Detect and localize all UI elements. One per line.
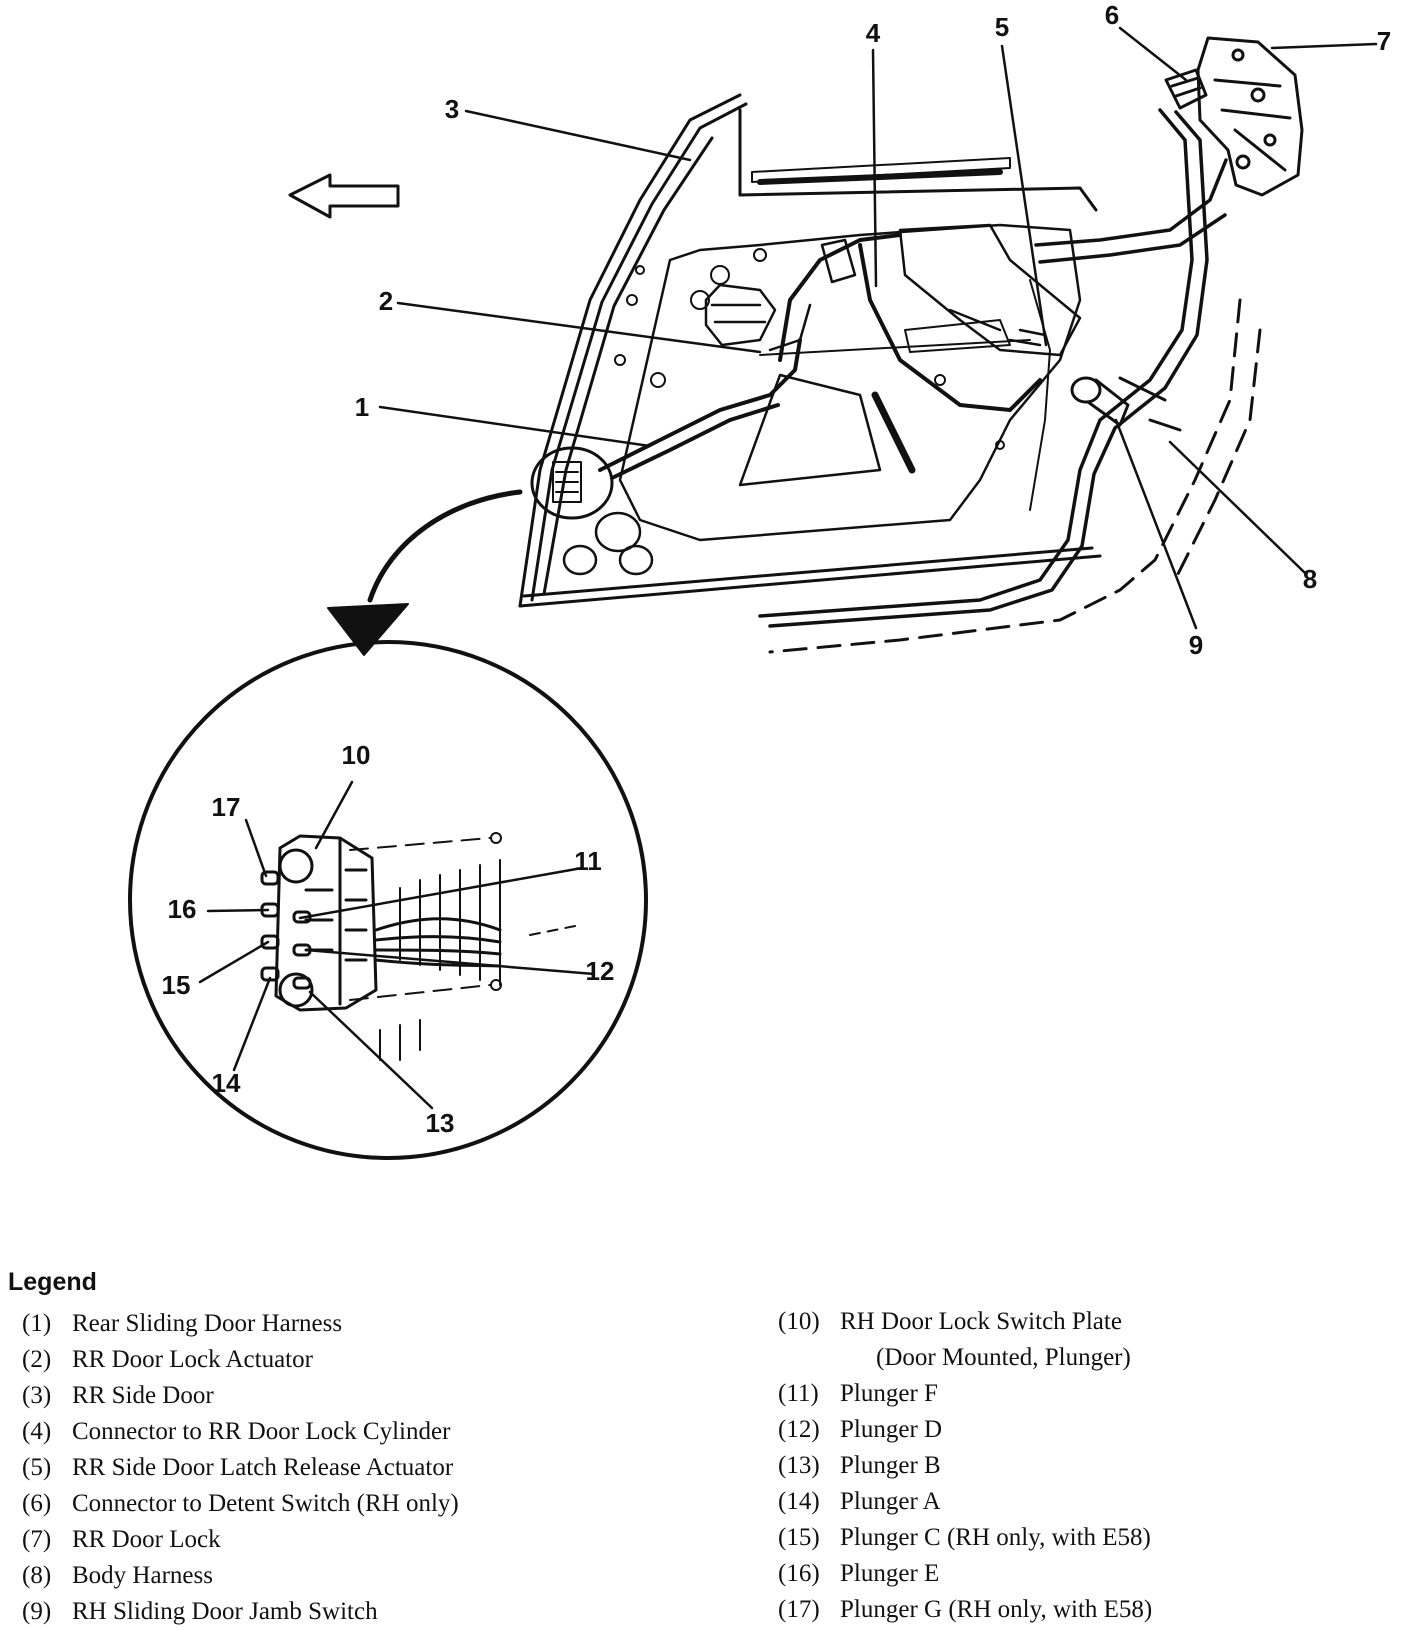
legend-right-column: (10) RH Door Lock Switch Plate (Door Moun… [778,1304,1152,1628]
rr-door-lock-actuator [704,238,857,352]
legend-text: RR Door Lock Actuator [72,1346,313,1373]
callout-4: 4 [866,18,881,48]
callout-8: 8 [1303,564,1317,594]
rear-sliding-door-harness [598,233,1042,480]
plunger-c [260,934,280,950]
legend: Legend (1) Rear Sliding Door Harness (2) R… [0,1268,1408,1625]
leader-lines [198,26,1378,1110]
door-lock-diagram: 1 2 3 4 5 6 7 8 9 10 11 12 13 14 15 16 1… [128,0,1392,1160]
legend-text: Body Harness [72,1562,213,1589]
legend-number: (2) [22,1346,52,1373]
callout-10: 10 [342,740,371,770]
legend-number: (17) [778,1596,820,1623]
callout-9: 9 [1189,630,1203,660]
callout-12: 12 [586,956,615,986]
legend-item: (4) Connector to RR Door Lock Cylinder [22,1414,459,1450]
callout-2: 2 [379,286,393,316]
callout-15: 15 [162,970,191,1000]
detail-view-circle [128,640,648,1160]
legend-item: (15) Plunger C (RH only, with E58) [778,1520,1152,1556]
callout-5: 5 [995,12,1009,42]
legend-item: (17) Plunger G (RH only, with E58) [778,1592,1152,1628]
legend-text: Rear Sliding Door Harness [72,1310,343,1337]
plunger-b [292,976,312,990]
legend-item: (14) Plunger A [778,1484,1152,1520]
callout-17: 17 [212,792,241,822]
rr-side-door-latch-release-actuator [898,223,1082,357]
legend-number: (4) [22,1418,52,1445]
legend-item: (6) Connector to Detent Switch (RH only) [22,1486,459,1522]
legend-item: (11) Plunger F [778,1376,1152,1412]
legend-text: Connector to Detent Switch (RH only) [72,1490,459,1517]
legend-number: (8) [22,1562,52,1589]
callout-3: 3 [445,94,459,124]
body-harness [758,108,1228,628]
legend-number: (12) [778,1416,820,1443]
legend-text: Plunger G (RH only, with E58) [840,1596,1153,1623]
legend-number: (5) [22,1454,52,1481]
legend-item: (7) RR Door Lock [22,1522,459,1558]
legend-text: RR Door Lock [72,1526,221,1553]
callout-7: 7 [1377,26,1391,56]
legend-item: (12) Plunger D [778,1412,1152,1448]
legend-item: (13) Plunger B [778,1448,1152,1484]
rh-door-lock-switch-plate [274,834,378,1012]
legend-text: RH Sliding Door Jamb Switch [72,1598,378,1625]
legend-number: (10) [778,1308,820,1335]
callout-14: 14 [212,1068,241,1098]
legend-number: (7) [22,1526,52,1553]
diagram-area: 1 2 3 4 5 6 7 8 9 10 11 12 13 14 15 16 1… [128,0,1392,1160]
legend-title: Legend [8,1268,97,1296]
legend-item: (10) RH Door Lock Switch Plate [778,1304,1152,1340]
legend-number: (15) [778,1524,820,1551]
legend-text-continuation: (Door Mounted, Plunger) [876,1344,1131,1371]
legend-number: (13) [778,1452,820,1479]
legend-text: Plunger B [840,1452,941,1479]
callout-16: 16 [168,894,197,924]
detail-pointer-arrow [327,489,523,656]
direction-arrow-icon [288,173,400,219]
rh-sliding-door-jamb-switch [1070,376,1182,432]
legend-item: (5) RR Side Door Latch Release Actuator [22,1450,459,1486]
legend-item: (9) RH Sliding Door Jamb Switch [22,1594,459,1630]
callout-6: 6 [1105,0,1119,30]
rr-side-door [518,93,1102,608]
legend-number: (11) [778,1380,819,1407]
legend-number: (16) [778,1560,820,1587]
legend-text: Connector to RR Door Lock Cylinder [72,1418,451,1445]
legend-text: Plunger E [840,1560,940,1587]
rr-door-lock [1196,36,1304,197]
callout-11: 11 [574,846,602,876]
legend-number: (14) [778,1488,820,1515]
plunger-g [260,870,280,886]
legend-text: RR Side Door [72,1382,214,1409]
legend-item: (3) RR Side Door [22,1378,459,1414]
legend-text: Plunger C (RH only, with E58) [840,1524,1151,1551]
legend-text: RR Side Door Latch Release Actuator [72,1454,454,1481]
legend-item: (2) RR Door Lock Actuator [22,1342,459,1378]
callout-1: 1 [355,392,369,422]
legend-text: Plunger F [840,1380,938,1407]
legend-text: RH Door Lock Switch Plate [840,1308,1122,1335]
legend-text: Plunger D [840,1416,943,1443]
legend-item: (8) Body Harness [22,1558,459,1594]
legend-item: (1) Rear Sliding Door Harness [22,1306,459,1342]
callout-13: 13 [426,1108,455,1138]
callout-labels: 1 2 3 4 5 6 7 8 9 10 11 12 13 14 15 16 1… [162,0,1392,1138]
legend-left-column: (1) Rear Sliding Door Harness (2) RR Door … [22,1306,459,1630]
detent-switch-connector [1164,68,1208,110]
legend-text: Plunger A [840,1488,941,1515]
legend-number: (6) [22,1490,52,1517]
legend-number: (9) [22,1598,52,1625]
body-outline [768,298,1262,654]
legend-number: (1) [22,1310,52,1337]
legend-item: (16) Plunger E [778,1556,1152,1592]
legend-number: (3) [22,1382,52,1409]
